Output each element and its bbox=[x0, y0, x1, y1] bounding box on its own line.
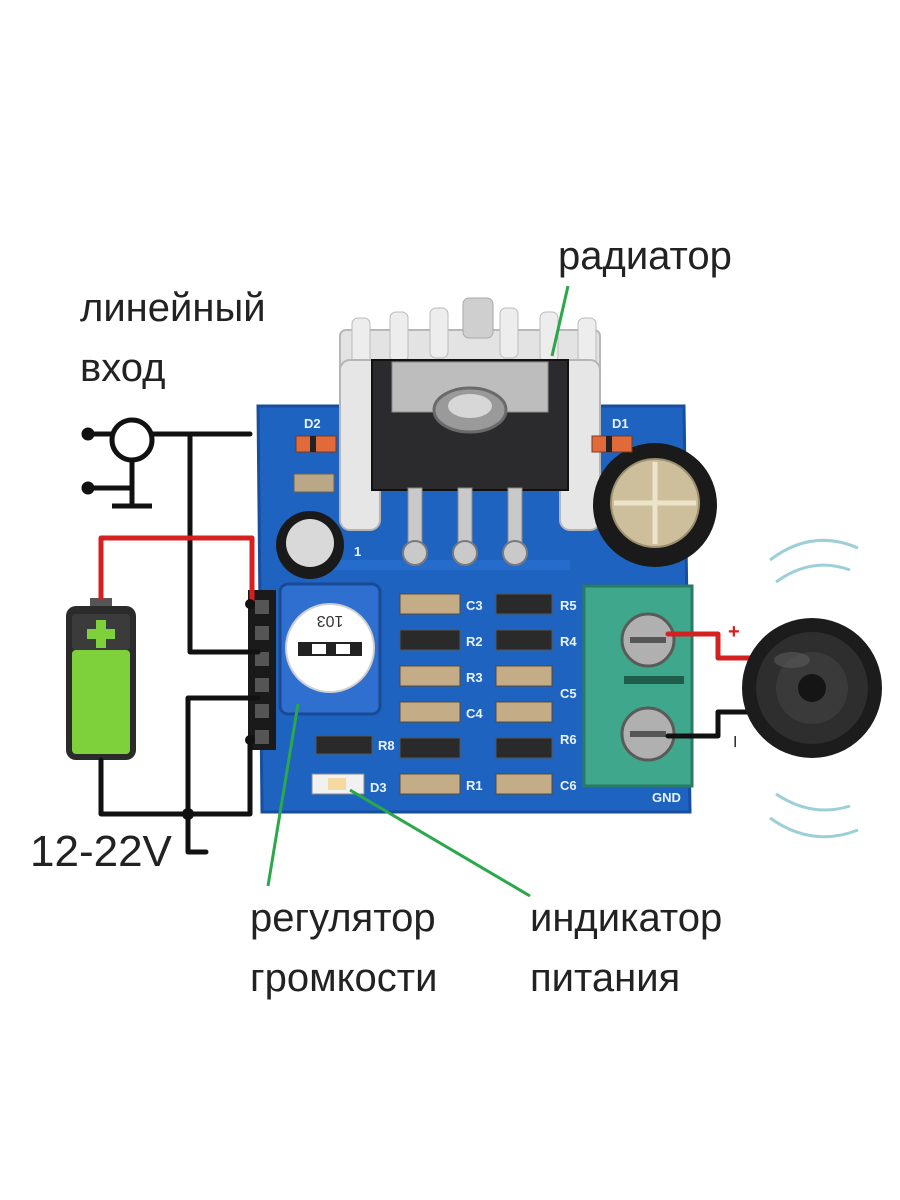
label-supply-voltage: 12-22V bbox=[30, 827, 172, 876]
power-led-d3 bbox=[311, 773, 365, 795]
silk-r4: R4 bbox=[560, 634, 577, 649]
silk-c3: C3 bbox=[466, 598, 483, 613]
wire-ground-header bbox=[185, 695, 261, 817]
silk-c6: C6 bbox=[560, 778, 577, 793]
label-line-in-1: линейный bbox=[80, 286, 266, 330]
speaker-minus-label: – bbox=[725, 736, 747, 748]
label-heatsink: радиатор bbox=[558, 234, 732, 278]
label-power-led-2: питания bbox=[530, 956, 681, 1000]
battery-icon bbox=[66, 598, 136, 760]
leader-heatsink bbox=[550, 285, 570, 357]
diode-d1 bbox=[591, 435, 633, 453]
input-header-pins bbox=[248, 590, 276, 750]
silk-r2: R2 bbox=[466, 634, 483, 649]
silk-d1: D1 bbox=[612, 416, 629, 431]
silk-d2: D2 bbox=[304, 416, 321, 431]
smd-capacitor bbox=[293, 473, 335, 493]
speaker-icon bbox=[742, 538, 882, 839]
label-power-led-1: индикатор bbox=[530, 896, 723, 940]
leader-power-led bbox=[349, 788, 531, 898]
wire-line-in-signal bbox=[187, 431, 261, 655]
silk-c4: C4 bbox=[466, 706, 483, 721]
label-line-in-2: вход bbox=[80, 346, 166, 390]
silk-r8: R8 bbox=[378, 738, 395, 753]
pcb-silkscreen: D2 D1 1 C3 R2 R3 C4 R1 R5 R4 C5 R6 C6 R8… bbox=[304, 416, 681, 805]
electrolytic-capacitor-large bbox=[593, 443, 717, 567]
silk-r6: R6 bbox=[560, 732, 577, 747]
wire-battery-positive bbox=[98, 535, 255, 607]
wire-ground-bus bbox=[98, 737, 253, 817]
silk-r3: R3 bbox=[466, 670, 483, 685]
pot-code-label: 103 bbox=[317, 612, 344, 629]
silk-pin1: 1 bbox=[354, 544, 361, 559]
wire-speaker-negative bbox=[665, 709, 759, 739]
amplifier-ic bbox=[371, 359, 569, 566]
silk-r5: R5 bbox=[560, 598, 577, 613]
silk-c5: C5 bbox=[560, 686, 577, 701]
diode-d2 bbox=[295, 435, 337, 453]
silk-r1: R1 bbox=[466, 778, 483, 793]
leader-volume bbox=[266, 703, 300, 887]
wire-supply-ground bbox=[185, 811, 209, 855]
smd-components bbox=[315, 593, 553, 795]
electrolytic-capacitor-small bbox=[276, 511, 344, 579]
silk-gnd: GND bbox=[652, 790, 681, 805]
speaker-terminal-block bbox=[582, 584, 694, 788]
volume-potentiometer: 103 bbox=[278, 582, 382, 716]
wire-speaker-positive bbox=[665, 631, 759, 661]
label-volume-1: регулятор bbox=[250, 896, 436, 940]
wiring bbox=[98, 431, 759, 855]
speaker-plus-label: + bbox=[728, 621, 740, 643]
label-volume-2: громкости bbox=[250, 956, 438, 1000]
silk-d3: D3 bbox=[370, 780, 387, 795]
